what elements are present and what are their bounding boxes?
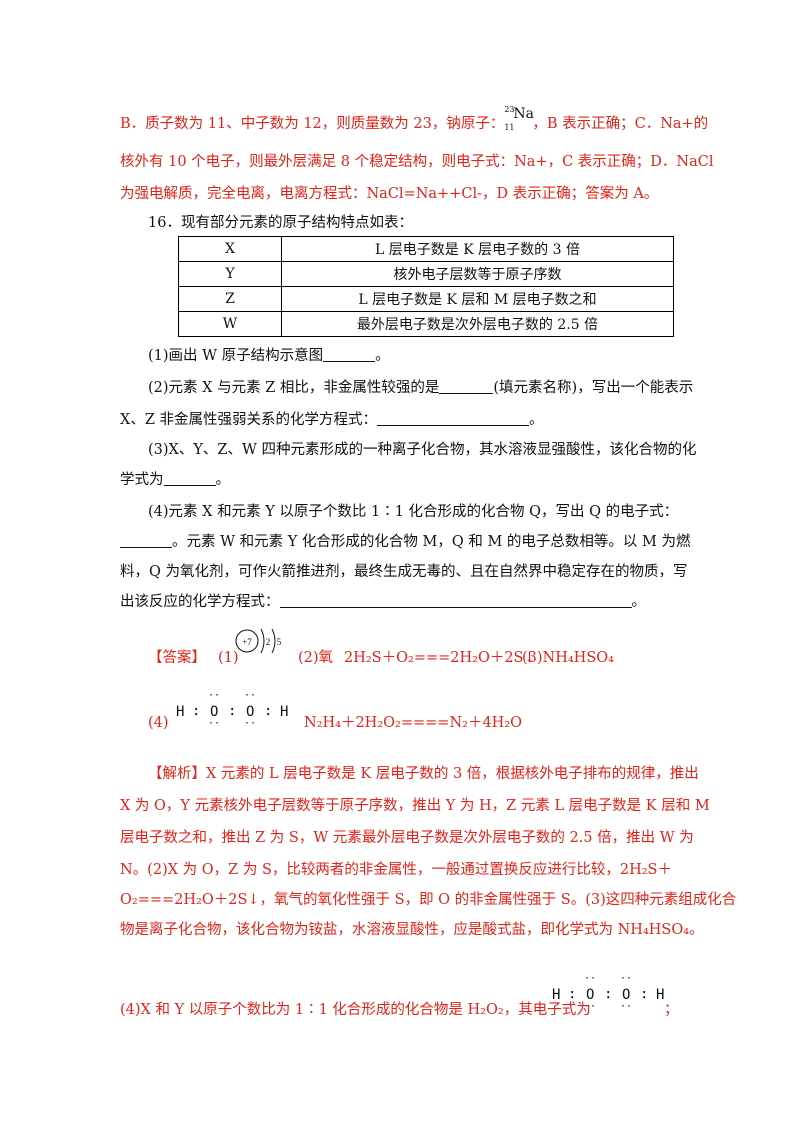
- question-16-part1: (1)画出 W 原子结构示意图 。: [148, 346, 390, 366]
- atom-h: H: [176, 704, 185, 720]
- answer-label: 【答案】: [148, 650, 206, 666]
- table-cell-element: Y: [178, 261, 282, 287]
- nucleus-circle: [235, 629, 259, 653]
- shell1-electrons: 2: [266, 637, 271, 647]
- para-b-line2: 核外有 10 个电子，则最外层满足 8 个稳定结构，则电子式：Na+，C 表示正…: [120, 154, 714, 170]
- atom-o: O: [246, 704, 255, 720]
- part3-text: 学式为: [120, 472, 164, 488]
- question-16-part4-line1: (4)元素 X 和元素 Y 以原子个数比 1∶1 化合形成的化合物 Q，写出 Q…: [148, 504, 679, 520]
- analysis-text: X 元素的 L 层电子数是 K 层电子数的 3 倍，根据核外电子排布的规律，推出: [206, 766, 699, 782]
- analysis-line6: 物是离子化合物，该化合物为铵盐，水溶液显酸性，应是酸式盐，即化学式为 NH₄HS…: [120, 922, 704, 938]
- question-16-part4-line3: 料，Q 为氧化剂，可作火箭推进剂，最终生成无毒的、且在自然界中稳定存在的物质，写: [120, 564, 688, 580]
- answer-blank[interactable]: [163, 471, 216, 486]
- lone-pair: ··: [584, 1001, 597, 1012]
- lone-pair: ··: [244, 690, 257, 701]
- question-16-part2-line2: X、Z 非金属性强弱关系的化学方程式： 。: [120, 410, 544, 430]
- part2-text: (填元素名称)，写出一个能表示: [493, 380, 694, 396]
- answer-part4-equation: N₂H₄＋2H₂O₂====N₂＋4H₂O: [304, 715, 523, 731]
- para-b-line3: 为强电解质，完全电离，电离方程式：NaCl=Na++Cl-，D 表示正确；答案为…: [120, 186, 659, 202]
- atom-structure-diagram: +7 2 5: [235, 628, 282, 654]
- part4-end: 。: [631, 594, 647, 610]
- table-cell-feature: L 层电子数是 K 层和 M 层电子数之和: [281, 286, 674, 312]
- table-cell-element: Z: [178, 286, 282, 312]
- nuclide-symbol: Na: [513, 106, 534, 122]
- bond-pair: ∶: [192, 704, 201, 720]
- answer-part4-label: (4): [148, 715, 169, 731]
- part4-text: 出该反应的化学方程式：: [120, 594, 280, 610]
- part2-text: (2)元素 X 与元素 Z 相比，非金属性较强的是: [148, 380, 440, 396]
- bond-pair: ∶: [640, 987, 649, 1003]
- lone-pair: ··: [620, 973, 633, 984]
- analysis-line1: 【解析】X 元素的 L 层电子数是 K 层电子数的 3 倍，根据核外电子排布的规…: [148, 764, 699, 784]
- lone-pair: ··: [208, 718, 221, 729]
- lone-pair: ··: [620, 1001, 633, 1012]
- bond-pair: ∶: [568, 987, 577, 1003]
- electron-formula-h2o2: H ∶ ·· O ·· ∶ ·· O ·· ∶ H: [176, 690, 296, 730]
- answer-blank[interactable]: [439, 379, 494, 394]
- lone-pair: ··: [584, 973, 597, 984]
- electron-shell-arc: [271, 628, 276, 654]
- part1-end: 。: [375, 348, 390, 364]
- question-16-intro: 16．现有部分元素的原子结构特点如表：: [148, 215, 413, 231]
- analysis-line5: O₂===2H₂O＋2S↓，氧气的氧化性强于 S，即 O 的非金属性强于 S。(…: [120, 892, 737, 908]
- lone-pair: ··: [208, 690, 221, 701]
- question-16-part3-line2: 学式为 。: [120, 470, 230, 490]
- analysis-line3: 层电子数之和，推出 Z 为 S，W 元素最外层电子数是次外层电子数的 2.5 倍…: [120, 830, 694, 846]
- answer-blank[interactable]: [377, 411, 530, 426]
- para-b-text: ，B 表示正确；C．Na+的: [532, 116, 709, 132]
- atom-o: O: [210, 704, 219, 720]
- electron-formula-h2o2-analysis: H ∶ ·· O ·· ∶ ·· O ·· ∶ H: [552, 973, 672, 1013]
- analysis-line2: X 为 O，Y 元素核外电子层数等于原子序数，推出 Y 为 H，Z 元素 L 层…: [120, 798, 710, 814]
- lone-pair: ··: [244, 718, 257, 729]
- analysis-line4: N。(2)X 为 O，Z 为 S，比较两者的非金属性，一般通过置换反应进行比较，…: [120, 862, 672, 878]
- table-cell-element: W: [178, 311, 282, 337]
- analysis-line7-end: ；: [664, 1002, 679, 1018]
- part3-end: 。: [215, 472, 231, 488]
- question-16-part3-line1: (3)X、Y、Z、W 四种元素形成的一种离子化合物，其水溶液显强酸性，该化合物的…: [148, 442, 697, 458]
- electron-shell-arc: [260, 628, 265, 654]
- answer-blank[interactable]: [120, 533, 172, 548]
- bond-pair: ∶: [604, 987, 613, 1003]
- nuclide-mass: 23: [504, 105, 515, 114]
- part1-text: (1)画出 W 原子结构示意图: [148, 348, 324, 364]
- bond-pair: ∶: [264, 704, 273, 720]
- part4-text: 。元素 W 和元素 Y 化合形成的化合物 M，Q 和 M 的电子总数相等。以 M…: [172, 534, 691, 550]
- shell2-electrons: 5: [277, 637, 282, 647]
- answer-part2-equation: 2H₂S＋O₂===2H₂O＋2S↓: [344, 650, 536, 666]
- atom-h: H: [280, 704, 289, 720]
- table-cell-element: X: [178, 236, 282, 262]
- part2-end: 。: [529, 412, 544, 428]
- nuclide-atomic: 11: [504, 123, 515, 132]
- question-16-part4-line2: 。元素 W 和元素 Y 化合形成的化合物 M，Q 和 M 的电子总数相等。以 M…: [120, 532, 691, 552]
- analysis-line7: (4)X 和 Y 以原子个数比为 1∶1 化合形成的化合物是 H₂O₂，其电子式…: [120, 1002, 591, 1018]
- atom-o: O: [622, 987, 631, 1003]
- analysis-label: 【解析】: [148, 766, 206, 782]
- nucleus-charge: +7: [242, 637, 252, 647]
- question-16-part4-line4: 出该反应的化学方程式： 。: [120, 592, 646, 612]
- answer-blank[interactable]: [323, 347, 376, 362]
- table-cell-feature: L 层电子数是 K 层电子数的 3 倍: [281, 236, 674, 262]
- answer-part3: (3)NH₄HSO₄: [522, 650, 614, 666]
- para-b-text: B．质子数为 11、中子数为 12，则质量数为 23，钠原子：: [120, 116, 505, 132]
- question-16-part2-line1: (2)元素 X 与元素 Z 相比，非金属性较强的是 (填元素名称)，写出一个能表示: [148, 378, 693, 398]
- answer-part1-label: (1): [218, 650, 239, 666]
- table-cell-feature: 核外电子层数等于原子序数: [281, 261, 674, 287]
- atom-h: H: [656, 987, 665, 1003]
- bond-pair: ∶: [228, 704, 237, 720]
- answer-blank[interactable]: [279, 593, 632, 608]
- atom-h: H: [552, 987, 561, 1003]
- table-cell-feature: 最外层电子数是次外层电子数的 2.5 倍: [281, 311, 674, 337]
- answer-part2-prefix: (2)氧: [298, 650, 334, 666]
- part2-text: X、Z 非金属性强弱关系的化学方程式：: [120, 412, 378, 428]
- atom-o: O: [586, 987, 595, 1003]
